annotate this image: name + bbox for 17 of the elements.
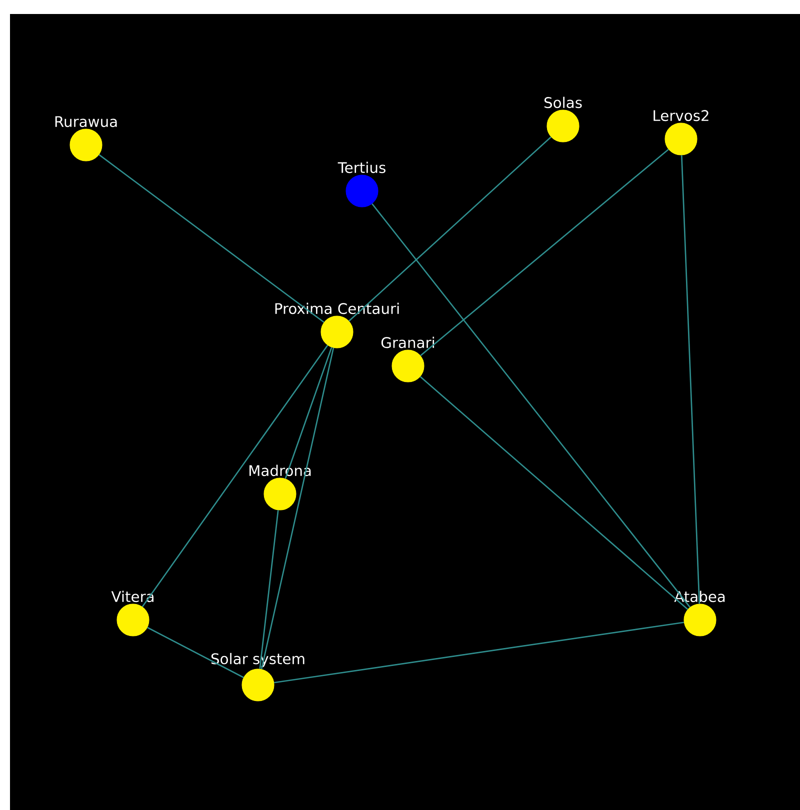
connector-line — [284, 347, 332, 479]
connector-line — [372, 203, 690, 608]
connector-line — [274, 622, 684, 684]
connector-line — [260, 348, 334, 670]
node-label: Tertius — [338, 162, 386, 174]
connector-line — [98, 154, 324, 323]
node-label: Rurawua — [55, 116, 117, 128]
node-label: Granari — [381, 336, 434, 348]
connector-line — [147, 626, 244, 678]
connector-line — [142, 344, 328, 608]
connector-line — [420, 376, 688, 610]
connector-line — [348, 136, 552, 322]
connector-line — [259, 510, 279, 669]
node-label: Solas — [544, 96, 582, 108]
connector-line — [680, 155, 700, 604]
node-label: Lervos2 — [654, 110, 708, 122]
connector-line — [420, 148, 669, 356]
